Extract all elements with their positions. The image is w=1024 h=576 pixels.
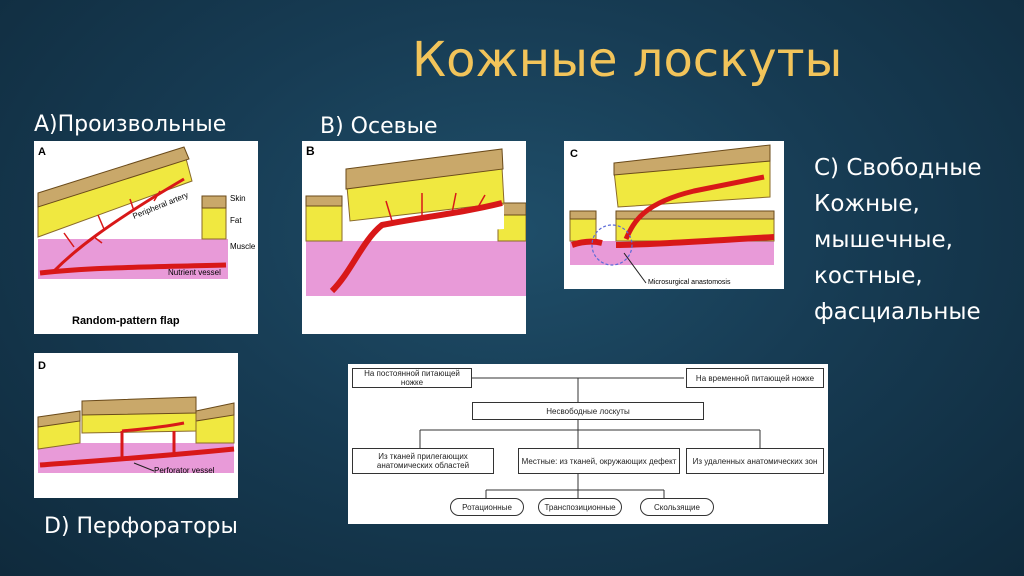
- panel-b-illustration: B: [305, 144, 526, 296]
- panel-b-letter: B: [306, 144, 315, 158]
- label-perforator-flaps: D) Перфораторы: [44, 514, 238, 539]
- skin-label: Skin: [230, 194, 246, 203]
- muscle-label: Muscle: [230, 242, 256, 251]
- label-random-flaps: A)Произвольные: [34, 112, 227, 137]
- panel-free-flap: C Microsurgical anastomosis: [564, 141, 784, 289]
- nutrient-vessel-label: Nutrient vessel: [168, 268, 221, 277]
- panel-a-illustration: A Peripheral artery Skin Fat Muscle Nutr…: [37, 146, 256, 327]
- panel-c-illustration: C Microsurgical anastomosis: [569, 144, 775, 286]
- scheme-rotation: Ротационные: [450, 498, 524, 516]
- panel-random-pattern-flap: A Peripheral artery Skin Fat Muscle Nutr…: [34, 141, 258, 334]
- panel-d-letter: D: [38, 360, 46, 372]
- panel-c-letter: C: [570, 148, 578, 160]
- scheme-adjacent-regions: Из тканей прилегающих анатомических обла…: [352, 448, 494, 474]
- free-flaps-item: C) Свободные: [814, 155, 982, 181]
- free-flaps-item: фасциальные: [814, 299, 981, 325]
- slide-title: Кожные лоскуты: [412, 32, 843, 88]
- scheme-non-free-flaps: Несвободные лоскуты: [472, 402, 704, 420]
- panel-perforator-flap: D Perforator vessel: [34, 353, 238, 498]
- scheme-local-flaps: Местные: из тканей, окружающих дефект: [518, 448, 680, 474]
- scheme-distant-zones: Из удаленных анатомических зон: [686, 448, 824, 474]
- free-flaps-list: C) Свободные Кожные, мышечные, костные, …: [814, 150, 982, 330]
- label-axial-flaps: B) Осевые: [320, 114, 438, 139]
- scheme-sliding: Скользящие: [640, 498, 714, 516]
- perforator-vessel-label: Perforator vessel: [154, 466, 215, 475]
- flap-classification-scheme: На постоянной питающей ножке На временно…: [348, 364, 828, 524]
- panel-axial-flap: B: [302, 141, 526, 334]
- panel-d-illustration: D Perforator vessel: [37, 360, 235, 475]
- fat-label: Fat: [230, 216, 242, 225]
- scheme-connectors: [419, 377, 761, 498]
- microsurgical-anastomosis-label: Microsurgical anastomosis: [648, 279, 731, 286]
- free-flaps-item: Кожные,: [814, 191, 920, 217]
- scheme-permanent-pedicle: На постоянной питающей ножке: [352, 368, 472, 388]
- free-flaps-item: мышечные,: [814, 227, 953, 253]
- panel-a-letter: A: [38, 146, 46, 158]
- scheme-temporary-pedicle: На временной питающей ножке: [686, 368, 824, 388]
- scheme-transposition: Транспозиционные: [538, 498, 622, 516]
- free-flaps-item: костные,: [814, 263, 923, 289]
- random-pattern-caption: Random-pattern flap: [72, 315, 180, 327]
